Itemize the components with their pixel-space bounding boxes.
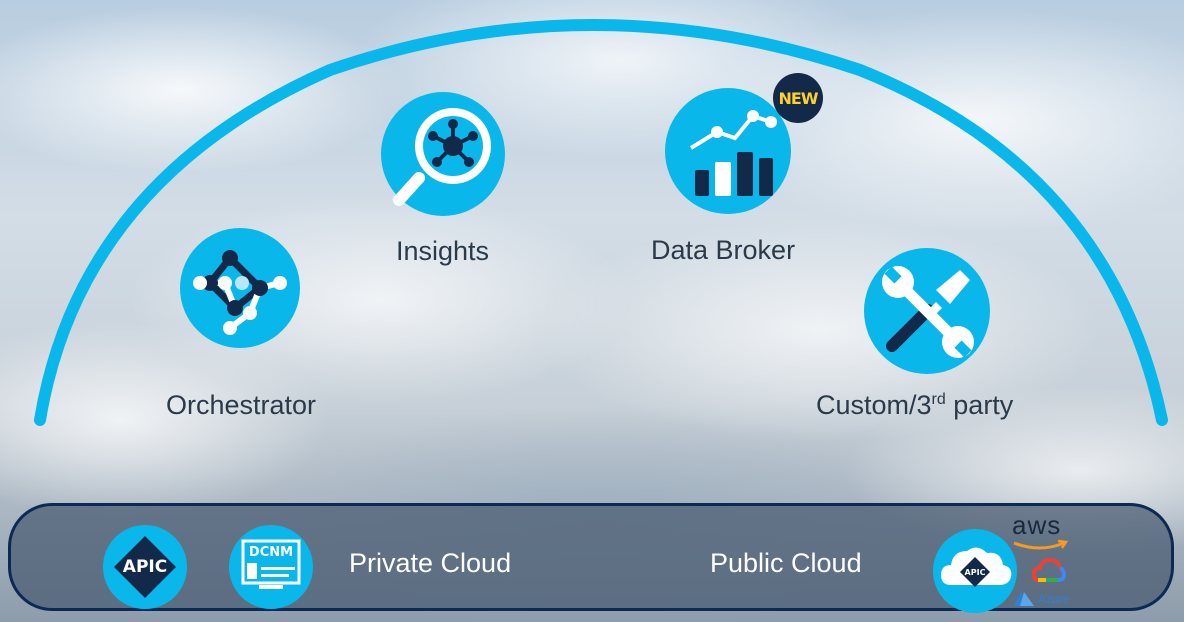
insights-node[interactable] bbox=[381, 92, 505, 216]
custom-label-sup: rd bbox=[931, 391, 946, 408]
azure-icon bbox=[1014, 590, 1034, 606]
custom-label-tail: party bbox=[945, 390, 1014, 420]
dcnm-monitor-icon bbox=[241, 539, 301, 589]
aws-logo: aws bbox=[1012, 510, 1062, 540]
orchestrator-label: Orchestrator bbox=[166, 390, 317, 420]
new-badge: NEW bbox=[773, 73, 823, 123]
google-cloud-icon bbox=[1032, 557, 1066, 582]
orchestrator-graph-icon bbox=[193, 250, 287, 335]
wrench-screwdriver-icon bbox=[882, 266, 974, 358]
apic-node[interactable]: APIC bbox=[103, 525, 187, 609]
dcnm-node[interactable]: DCNM bbox=[229, 525, 313, 609]
trend-bar-chart-icon bbox=[689, 110, 777, 196]
custom-label: Custom/3rd party bbox=[816, 390, 1013, 421]
cloud-apic-node[interactable]: APIC bbox=[933, 529, 1017, 613]
insights-label: Insights bbox=[396, 236, 490, 266]
orchestrator-node[interactable] bbox=[180, 228, 300, 348]
magnifier-network-icon bbox=[393, 108, 491, 206]
data-broker-node[interactable] bbox=[665, 88, 791, 214]
azure-label: Azure bbox=[1038, 592, 1070, 606]
custom-label-main: Custom/3 bbox=[816, 390, 932, 420]
public-cloud-label: Public Cloud bbox=[710, 548, 862, 578]
aws-smile-icon bbox=[1013, 539, 1069, 550]
private-cloud-label: Private Cloud bbox=[349, 548, 512, 578]
cloud-apic-text: APIC bbox=[964, 567, 986, 577]
data-broker-label: Data Broker bbox=[651, 235, 796, 265]
dcnm-label: DCNM bbox=[248, 545, 294, 560]
custom-node[interactable] bbox=[864, 248, 990, 374]
apic-logo: APIC bbox=[114, 536, 176, 598]
